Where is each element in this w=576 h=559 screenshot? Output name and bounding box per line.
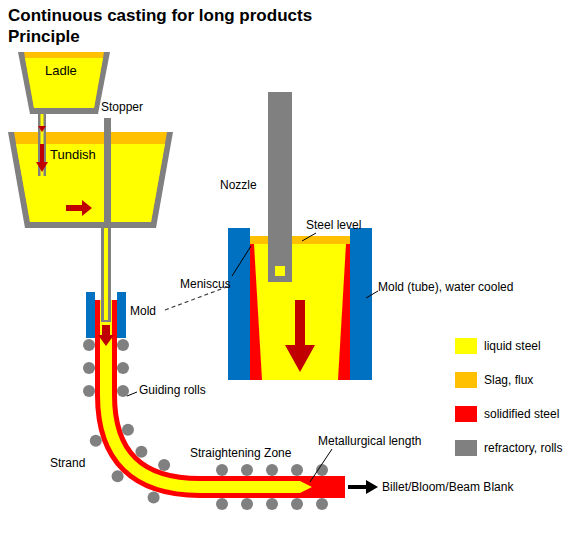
roll xyxy=(216,464,228,476)
ladle-shroud-connector xyxy=(38,114,46,132)
tundish: Tundish xyxy=(8,132,173,228)
arrow-head xyxy=(38,126,46,132)
tundish-nozzle xyxy=(101,226,111,322)
ladle-wall xyxy=(18,52,110,114)
vessel-shape xyxy=(18,52,110,114)
stopper-rod xyxy=(104,132,111,222)
leader-line xyxy=(366,291,378,298)
detail-nozzle xyxy=(268,92,292,282)
nozzle-stream xyxy=(104,226,108,320)
roll xyxy=(117,339,129,351)
nozzle-stream xyxy=(104,296,108,320)
mold-wall xyxy=(117,292,126,338)
flow-arrow xyxy=(36,144,48,172)
output-arrow xyxy=(348,485,368,489)
part-label: Meniscus xyxy=(180,277,231,291)
roll xyxy=(83,362,95,374)
legend-text: solidified steel xyxy=(484,407,559,421)
liquid-steel xyxy=(25,58,103,108)
vessel-label: Ladle xyxy=(45,64,77,78)
roll xyxy=(266,464,278,476)
leader-line xyxy=(310,449,332,482)
ladle: Ladle xyxy=(18,52,110,114)
roll xyxy=(216,498,228,510)
roll xyxy=(83,385,95,397)
solid-shell xyxy=(338,244,350,380)
roll xyxy=(135,446,147,458)
part-label: Principle xyxy=(8,27,80,47)
tundish-wall xyxy=(8,132,173,228)
leader-line xyxy=(302,233,316,241)
legend-text: refractory, rolls xyxy=(484,441,562,455)
solid-shell xyxy=(250,244,262,380)
part-label: Straightening Zone xyxy=(190,446,291,460)
vessel-label: Tundish xyxy=(50,148,96,162)
legend-text: Slag, flux xyxy=(484,373,533,387)
legend-swatch xyxy=(455,372,477,388)
output-arrow-head xyxy=(366,480,378,494)
legend-swatch xyxy=(455,338,477,354)
vessel-shape xyxy=(8,132,173,228)
mold-tube-wall xyxy=(228,228,250,380)
slag xyxy=(24,52,104,108)
part-label: Stopper xyxy=(101,100,143,114)
roll xyxy=(291,498,303,510)
roll xyxy=(241,498,253,510)
mold-wall xyxy=(86,292,95,338)
part-label: Guiding rolls xyxy=(139,383,206,397)
nozzle-port xyxy=(275,266,285,276)
roll xyxy=(122,424,134,436)
roll xyxy=(83,339,95,351)
part-label: Mold (tube), water cooled xyxy=(378,280,513,294)
part-label: Strand xyxy=(50,456,85,470)
part-label: Steel level xyxy=(306,218,361,232)
leader-line xyxy=(232,246,251,276)
roll xyxy=(90,435,102,447)
flow-arrow xyxy=(98,325,114,346)
mold-tube-wall xyxy=(350,228,372,380)
flow-arrow xyxy=(285,300,315,372)
roll xyxy=(117,385,129,397)
leader-line xyxy=(127,392,137,396)
core-tip xyxy=(300,481,312,493)
roll xyxy=(158,459,170,471)
roll xyxy=(241,464,253,476)
part-label: Metallurgical length xyxy=(318,434,421,448)
legend-swatch xyxy=(455,406,477,422)
flow-arrow xyxy=(66,200,92,216)
diagram-title: Continuous casting for long products xyxy=(8,6,312,26)
liquid-steel xyxy=(250,240,350,380)
part-label: Mold xyxy=(130,304,156,318)
submerged-nozzle xyxy=(101,296,111,322)
roll xyxy=(266,498,278,510)
roll xyxy=(316,498,328,510)
slag-layer xyxy=(250,236,350,244)
part-label: Nozzle xyxy=(220,178,257,192)
slag xyxy=(14,132,167,222)
roll xyxy=(117,362,129,374)
shroud-wall xyxy=(38,114,46,132)
roll xyxy=(291,464,303,476)
part-label: Billet/Bloom/Beam Blank xyxy=(382,480,513,494)
roll xyxy=(148,491,160,503)
legend-text: liquid steel xyxy=(484,339,541,353)
legend-swatch xyxy=(455,440,477,456)
roll xyxy=(112,470,124,482)
